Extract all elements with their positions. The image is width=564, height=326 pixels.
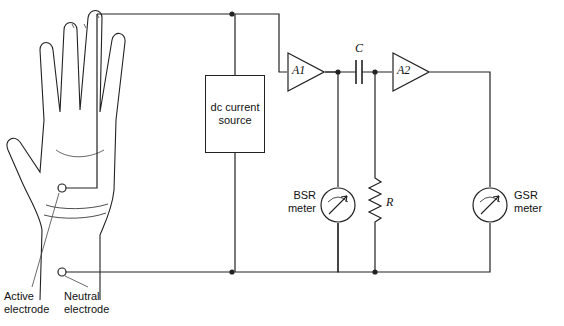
meter-label: BSR meter bbox=[270, 189, 316, 215]
wire-connector bbox=[338, 223, 490, 272]
callout-label: Active electrode bbox=[4, 290, 60, 316]
bottom-wire bbox=[66, 271, 232, 272]
triangle-shape bbox=[393, 53, 429, 91]
meter-symbol: GSR meter bbox=[472, 187, 508, 223]
callout-label: Neutral electrode bbox=[64, 290, 126, 316]
amplifier-triangle: A1 bbox=[287, 52, 325, 92]
neutral-electrode bbox=[58, 268, 66, 276]
active-electrode bbox=[58, 184, 66, 192]
meter-label: GSR meter bbox=[514, 189, 560, 215]
amplifier-label: A1 bbox=[292, 64, 305, 77]
meter-circle bbox=[321, 188, 355, 222]
amplifier-triangle: A2 bbox=[392, 52, 430, 92]
amplifier-label: A2 bbox=[397, 64, 410, 77]
meter-scale bbox=[480, 197, 500, 202]
active-lead bbox=[66, 14, 97, 188]
component-label: R bbox=[386, 196, 406, 209]
process-box: dc current source bbox=[205, 75, 265, 153]
triangle-shape bbox=[288, 53, 324, 91]
box-label: dc current source bbox=[210, 101, 260, 127]
wire-connector bbox=[430, 72, 490, 187]
component-label: C bbox=[355, 42, 363, 55]
wire-connector bbox=[325, 72, 338, 187]
electrodes bbox=[58, 184, 66, 276]
meter-outline bbox=[320, 187, 356, 223]
meter-needle bbox=[329, 196, 347, 214]
meter-outline bbox=[472, 187, 508, 223]
wire-connector bbox=[235, 14, 287, 75]
top-wire bbox=[97, 13, 232, 14]
meter-scale bbox=[328, 197, 348, 202]
capacitor-symbol bbox=[356, 60, 362, 84]
resistor-symbol bbox=[369, 72, 381, 272]
hand-outline bbox=[7, 11, 125, 301]
wire-connector bbox=[325, 71, 392, 72]
meter-needle bbox=[481, 196, 499, 214]
leader-lines bbox=[32, 193, 88, 287]
meter-circle bbox=[473, 188, 507, 222]
wires bbox=[66, 14, 381, 272]
meter-symbol: BSR meter bbox=[320, 187, 356, 223]
